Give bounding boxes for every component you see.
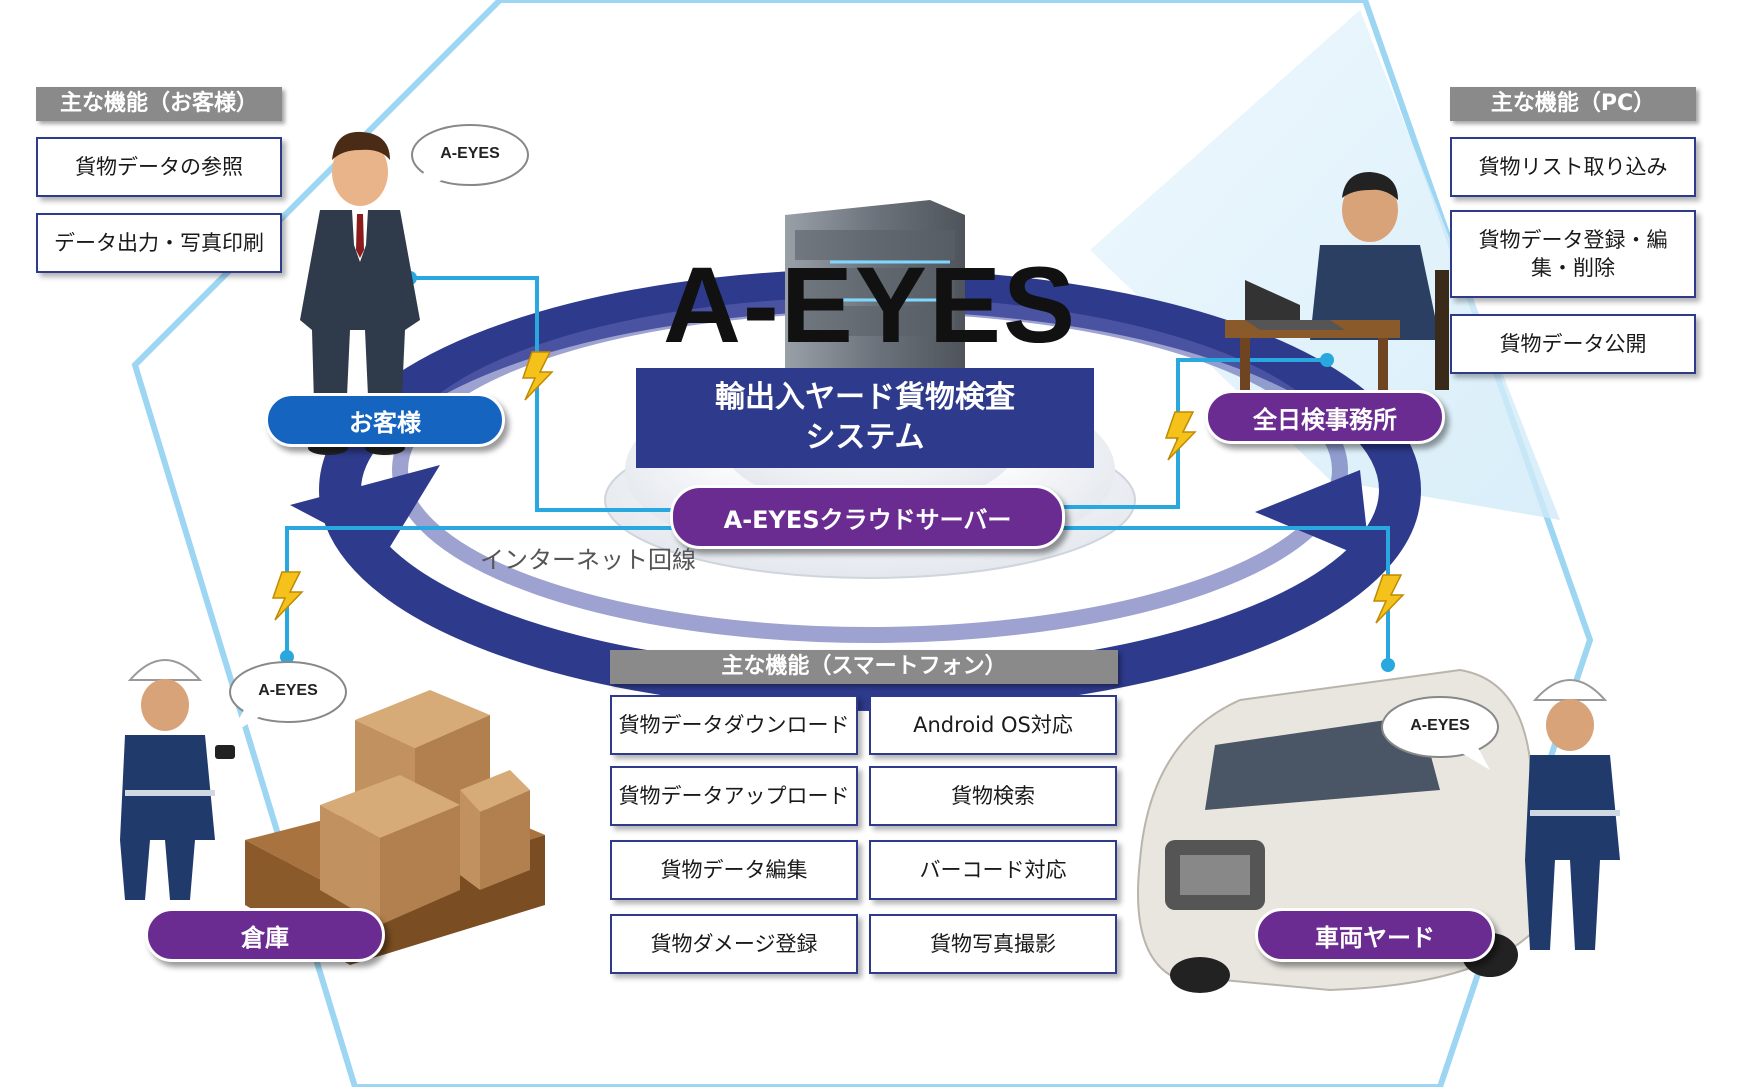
businessman-icon [300,131,420,455]
cloud-server-label: A-EYESクラウドサーバー [670,485,1065,549]
internet-line-label: インターネット回線 [480,546,696,574]
smartphone-feature-item: 貨物データアップロード [610,766,858,826]
warehouse-label: 倉庫 [145,908,385,962]
smartphone-feature-item: 貨物ダメージ登録 [610,914,858,974]
smartphone-feature-item: Android OS対応 [869,695,1117,755]
bubble-text-customer: A-EYES [440,145,500,162]
server-icon [785,200,965,390]
hex-frame [131,0,1594,1087]
customer-label: お客様 [265,393,505,447]
system-name-box: 輸出入ヤード貨物検査 システム [636,368,1094,468]
smartphone-feature-item: バーコード対応 [869,840,1117,900]
system-name-line1: 輸出入ヤード貨物検査 [715,380,1015,415]
vehicle-yard-label: 車両ヤード [1255,908,1495,962]
bubble-text-vehicle: A-EYES [1410,717,1470,734]
customer-feature-item: 貨物データの参照 [36,137,282,197]
warehouse-worker-icon [120,659,235,900]
smartphone-feature-item: 貨物データ編集 [610,840,858,900]
ring-arrow-left [290,465,440,555]
system-name-line2: システム [805,420,925,455]
smartphone-feature-item: 貨物データダウンロード [610,695,858,755]
customer-features-header: 主な機能（お客様） [36,87,282,121]
office-label: 全日検事務所 [1205,390,1445,444]
customer-feature-item: データ出力・写真印刷 [36,213,282,273]
pc-feature-item: 貨物データ登録・編集・削除 [1450,210,1696,298]
smartphone-feature-item: 貨物検索 [869,766,1117,826]
ring-arrow-right [1255,470,1370,560]
bubble-text-warehouse: A-EYES [258,682,318,699]
lightning-icon [271,351,1405,624]
system-logo: A-EYES [662,244,1078,365]
office-worker-icon [1225,172,1449,408]
speech-bubble [229,124,1499,758]
smartphone-feature-item: 貨物写真撮影 [869,914,1117,974]
pc-features-header: 主な機能（PC） [1450,87,1696,121]
pc-feature-item: 貨物データ公開 [1450,314,1696,374]
smartphone-features-header: 主な機能（スマートフォン） [610,650,1118,684]
pc-feature-item: 貨物リスト取り込み [1450,137,1696,197]
cargo-boxes-icon [245,690,545,965]
yard-worker-icon [1525,679,1620,950]
